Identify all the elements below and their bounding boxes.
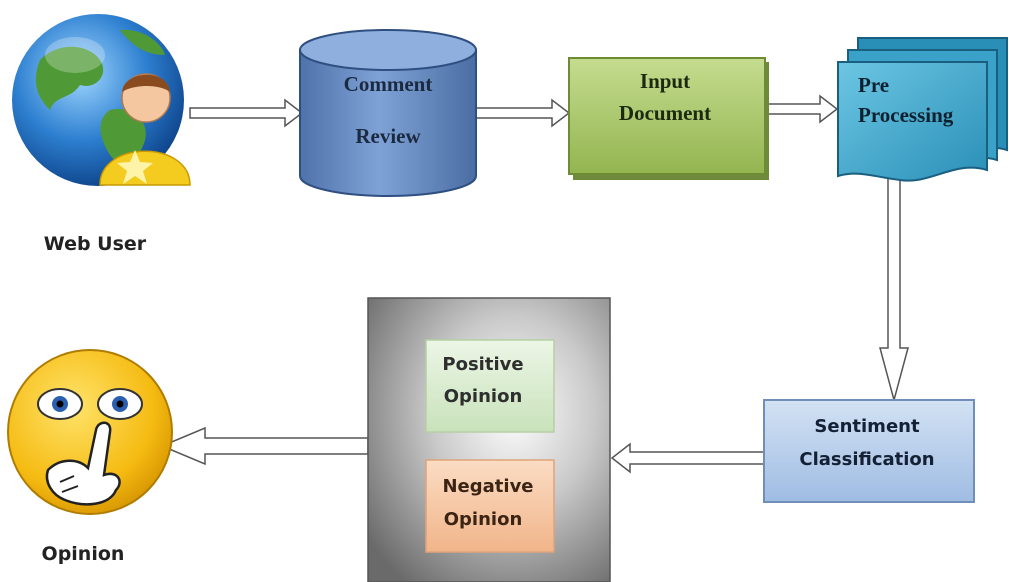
comment-review-cylinder [299, 29, 477, 197]
sentiment-line2: Classification [799, 449, 934, 470]
input-document-line2: Document [619, 101, 711, 125]
web-user-label: Web User [44, 233, 147, 255]
positive-opinion-box [425, 339, 555, 433]
comment-review-line1: Comment [344, 72, 433, 96]
input-document-line1: Input [640, 69, 690, 93]
positive-line2: Opinion [444, 386, 523, 407]
input-document-box [568, 57, 769, 180]
arrow-document-to-preprocessing [763, 94, 839, 124]
arrow-preprocessing-to-sentiment [879, 169, 909, 403]
sentiment-classification-box [763, 399, 975, 503]
arrow-review-to-document [475, 98, 571, 128]
pre-processing-line2: Processing [858, 103, 954, 127]
thinking-face-icon [7, 349, 173, 515]
globe-user-icon [12, 14, 191, 186]
sentiment-line1: Sentiment [814, 416, 920, 437]
negative-line2: Opinion [444, 509, 523, 530]
opinion-label: Opinion [42, 543, 125, 565]
arrow-webuser-to-review [189, 98, 304, 128]
positive-line1: Positive [442, 354, 523, 375]
arrow-sentiment-to-panel [610, 442, 765, 474]
comment-review-line2: Review [355, 124, 421, 148]
pre-processing-multidoc [837, 37, 1008, 182]
pre-processing-line1: Pre [858, 73, 889, 97]
negative-opinion-box [425, 459, 555, 553]
negative-line1: Negative [442, 476, 533, 497]
arrow-panel-to-opinion [160, 426, 369, 466]
